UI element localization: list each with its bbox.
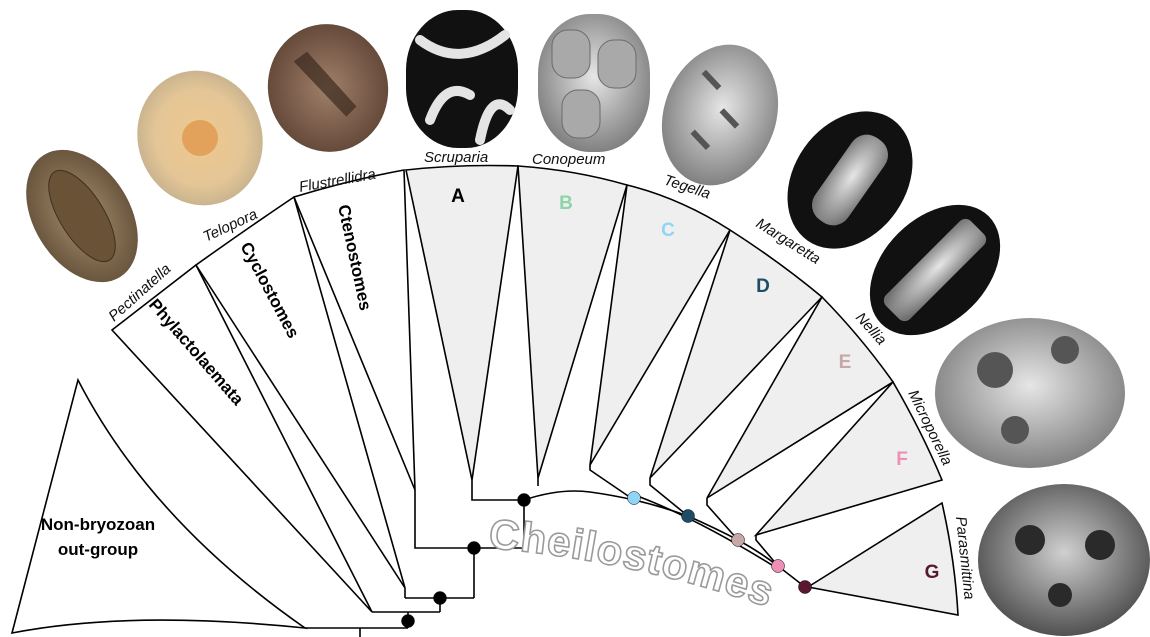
cheilostomes-arc-label: Cheilostomes — [487, 510, 780, 616]
outgroup-label-2: out-group — [58, 540, 138, 559]
clade-A-label: A — [451, 186, 465, 207]
node-clade-D — [682, 510, 695, 523]
taxon-scruparia: Scruparia — [424, 149, 488, 166]
clade-D-label: D — [756, 276, 770, 297]
conopeum-photo — [538, 14, 650, 152]
node-clade-A — [518, 494, 531, 507]
flustrellidra-photo — [256, 13, 400, 163]
clade-C-label: C — [661, 220, 675, 241]
parasmittina-photo — [978, 484, 1150, 636]
outgroup-label-1: Non-bryozoan — [41, 515, 155, 534]
microporella-photo — [935, 318, 1125, 468]
node-gymnolaemata — [434, 592, 447, 605]
node-bryozoa — [402, 615, 415, 628]
clade-A-wedge — [406, 166, 518, 481]
clade-G-label: G — [925, 562, 940, 583]
clade-B-label: B — [559, 193, 573, 214]
node-clade-C — [628, 492, 641, 505]
clade-F-label: F — [896, 449, 908, 470]
node-clade-E — [732, 534, 745, 547]
node-cheilostomes-ctenostomes — [468, 542, 481, 555]
pectinatella-photo — [3, 130, 161, 303]
telopora-photo — [118, 53, 281, 223]
taxon-conopeum: Conopeum — [532, 151, 605, 168]
node-clade-G — [799, 581, 812, 594]
clade-E-label: E — [839, 352, 852, 373]
scruparia-photo — [406, 10, 518, 148]
cheilostomes-arc-text: Cheilostomes — [487, 510, 780, 616]
clade-G-wedge — [808, 503, 958, 615]
